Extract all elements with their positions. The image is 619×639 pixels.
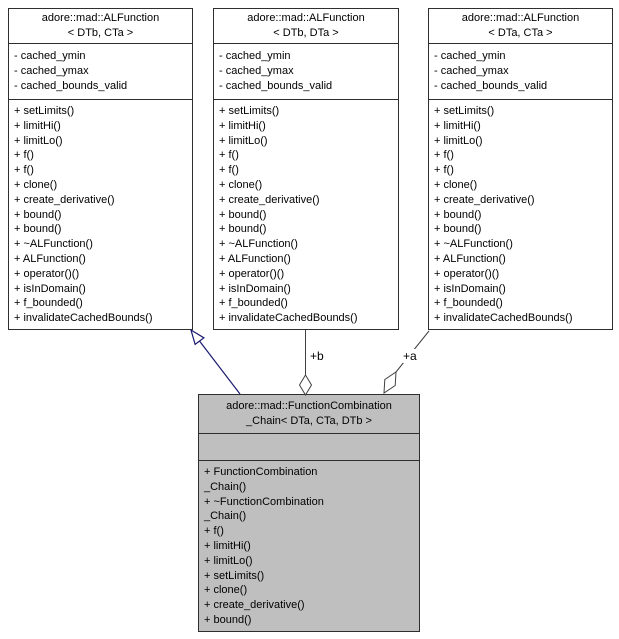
method-line: + ALFunction()	[219, 252, 291, 265]
class-title: adore::mad::ALFunction < DTb, DTa >	[214, 9, 398, 44]
class-title: adore::mad::ALFunction < DTa, CTa >	[429, 9, 612, 44]
method-line: + ~FunctionCombination	[204, 495, 324, 508]
class-title-line2: _Chain< DTa, CTa, DTb >	[246, 414, 372, 427]
method-line: + clone()	[204, 584, 248, 597]
method-line: + operator()()	[219, 267, 285, 280]
method-line: + limitHi()	[14, 119, 61, 132]
method-line: _Chain()	[204, 480, 247, 493]
method-line: + ALFunction()	[434, 252, 506, 265]
edge-label-b: +b	[310, 349, 324, 363]
method-line: + limitLo()	[219, 134, 268, 147]
method-line: + invalidateCachedBounds()	[219, 312, 358, 325]
method-line: + limitHi()	[204, 539, 251, 552]
attributes-compartment	[199, 434, 419, 461]
method-line: + bound()	[219, 208, 267, 221]
attribute-line: - cached_ymax	[219, 64, 294, 77]
methods-compartment: + setLimits() + limitHi() + limitLo() + f()…	[9, 100, 192, 329]
class-title: adore::mad::FunctionCombination _Chain< …	[199, 395, 419, 434]
method-line: + f_bounded()	[219, 297, 288, 310]
method-line: + bound()	[434, 223, 482, 236]
method-line: + setLimits()	[434, 105, 495, 117]
method-line: + create_derivative()	[219, 193, 320, 206]
attribute-line: - cached_ymin	[434, 50, 506, 62]
method-line: + create_derivative()	[204, 599, 305, 612]
method-line: _Chain()	[204, 510, 247, 523]
method-line: + f()	[14, 149, 34, 162]
aggregation-b-diamond-icon	[298, 374, 313, 396]
method-line: + operator()()	[434, 267, 500, 280]
method-line: + f_bounded()	[434, 297, 503, 310]
attributes-compartment: - cached_ymin - cached_ymax - cached_bound…	[429, 44, 612, 100]
class-title-line1: adore::mad::ALFunction	[461, 12, 580, 24]
method-line: + clone()	[434, 178, 478, 191]
class-title-line2: < DTa, CTa >	[488, 26, 553, 39]
method-line: + operator()()	[14, 267, 80, 280]
method-line: + f()	[219, 164, 239, 177]
method-line: + ~ALFunction()	[434, 238, 513, 251]
method-line: + invalidateCachedBounds()	[434, 312, 573, 325]
method-line: + clone()	[14, 178, 58, 191]
inheritance-edge	[199, 340, 241, 395]
method-line: + limitHi()	[219, 119, 266, 132]
attributes-compartment: - cached_ymin - cached_ymax - cached_bound…	[9, 44, 192, 100]
method-line: + setLimits()	[219, 105, 280, 117]
method-line: + limitLo()	[14, 134, 63, 147]
class-title-line1: adore::mad::FunctionCombination	[226, 400, 392, 412]
method-line: + f_bounded()	[14, 297, 83, 310]
attribute-line: - cached_ymin	[14, 50, 86, 62]
method-line: + bound()	[434, 208, 482, 221]
method-line: + setLimits()	[14, 105, 75, 117]
class-box-functioncombination-chain: adore::mad::FunctionCombination _Chain< …	[198, 394, 420, 632]
method-line: + clone()	[219, 178, 263, 191]
method-line: + bound()	[219, 223, 267, 236]
attribute-line: - cached_ymax	[434, 64, 509, 77]
methods-compartment: + FunctionCombination _Chain() + ~Function…	[199, 461, 419, 631]
class-box-alfunction-dtb-dta[interactable]: adore::mad::ALFunction < DTb, DTa > - ca…	[213, 8, 399, 330]
class-title-line1: adore::mad::ALFunction	[41, 12, 160, 24]
method-line: + f()	[434, 149, 454, 162]
inheritance-arrowhead-icon	[190, 328, 205, 346]
method-line: + create_derivative()	[14, 193, 115, 206]
method-line: + ALFunction()	[14, 252, 86, 265]
method-line: + limitHi()	[434, 119, 481, 132]
method-line: + limitLo()	[434, 134, 483, 147]
method-line: + f()	[14, 164, 34, 177]
method-line: + create_derivative()	[434, 193, 535, 206]
attribute-line: - cached_bounds_valid	[434, 79, 548, 92]
aggregation-a-diamond-icon	[383, 371, 397, 394]
method-line: + ~ALFunction()	[14, 238, 93, 251]
method-line: + bound()	[204, 613, 252, 626]
method-line: + invalidateCachedBounds()	[14, 312, 153, 325]
class-box-alfunction-dta-cta[interactable]: adore::mad::ALFunction < DTa, CTa > - ca…	[428, 8, 613, 330]
method-line: + f()	[204, 525, 224, 538]
method-line: + isInDomain()	[14, 282, 86, 295]
methods-compartment: + setLimits() + limitHi() + limitLo() + f()…	[429, 100, 612, 329]
method-line: + setLimits()	[204, 569, 265, 582]
method-line: + ~ALFunction()	[219, 238, 298, 251]
attribute-line: - cached_ymax	[14, 64, 89, 77]
method-line: + f()	[434, 164, 454, 177]
edge-label-a: +a	[403, 349, 417, 363]
class-title-line2: < DTb, CTa >	[67, 26, 134, 39]
method-line: + isInDomain()	[219, 282, 291, 295]
method-line: + limitLo()	[204, 554, 253, 567]
class-title-line1: adore::mad::ALFunction	[247, 12, 365, 24]
method-line: + f()	[219, 149, 239, 162]
class-title-line2: < DTb, DTa >	[273, 26, 339, 39]
method-line: + FunctionCombination	[204, 466, 318, 478]
method-line: + isInDomain()	[434, 282, 506, 295]
attribute-line: - cached_bounds_valid	[14, 79, 128, 92]
class-box-alfunction-dtb-cta[interactable]: adore::mad::ALFunction < DTb, CTa > - ca…	[8, 8, 193, 330]
attributes-compartment: - cached_ymin - cached_ymax - cached_bound…	[214, 44, 398, 100]
method-line: + bound()	[14, 223, 62, 236]
attribute-line: - cached_bounds_valid	[219, 79, 333, 92]
class-title: adore::mad::ALFunction < DTb, CTa >	[9, 9, 192, 44]
methods-compartment: + setLimits() + limitHi() + limitLo() + f()…	[214, 100, 398, 329]
method-line: + bound()	[14, 208, 62, 221]
attribute-line: - cached_ymin	[219, 50, 291, 62]
